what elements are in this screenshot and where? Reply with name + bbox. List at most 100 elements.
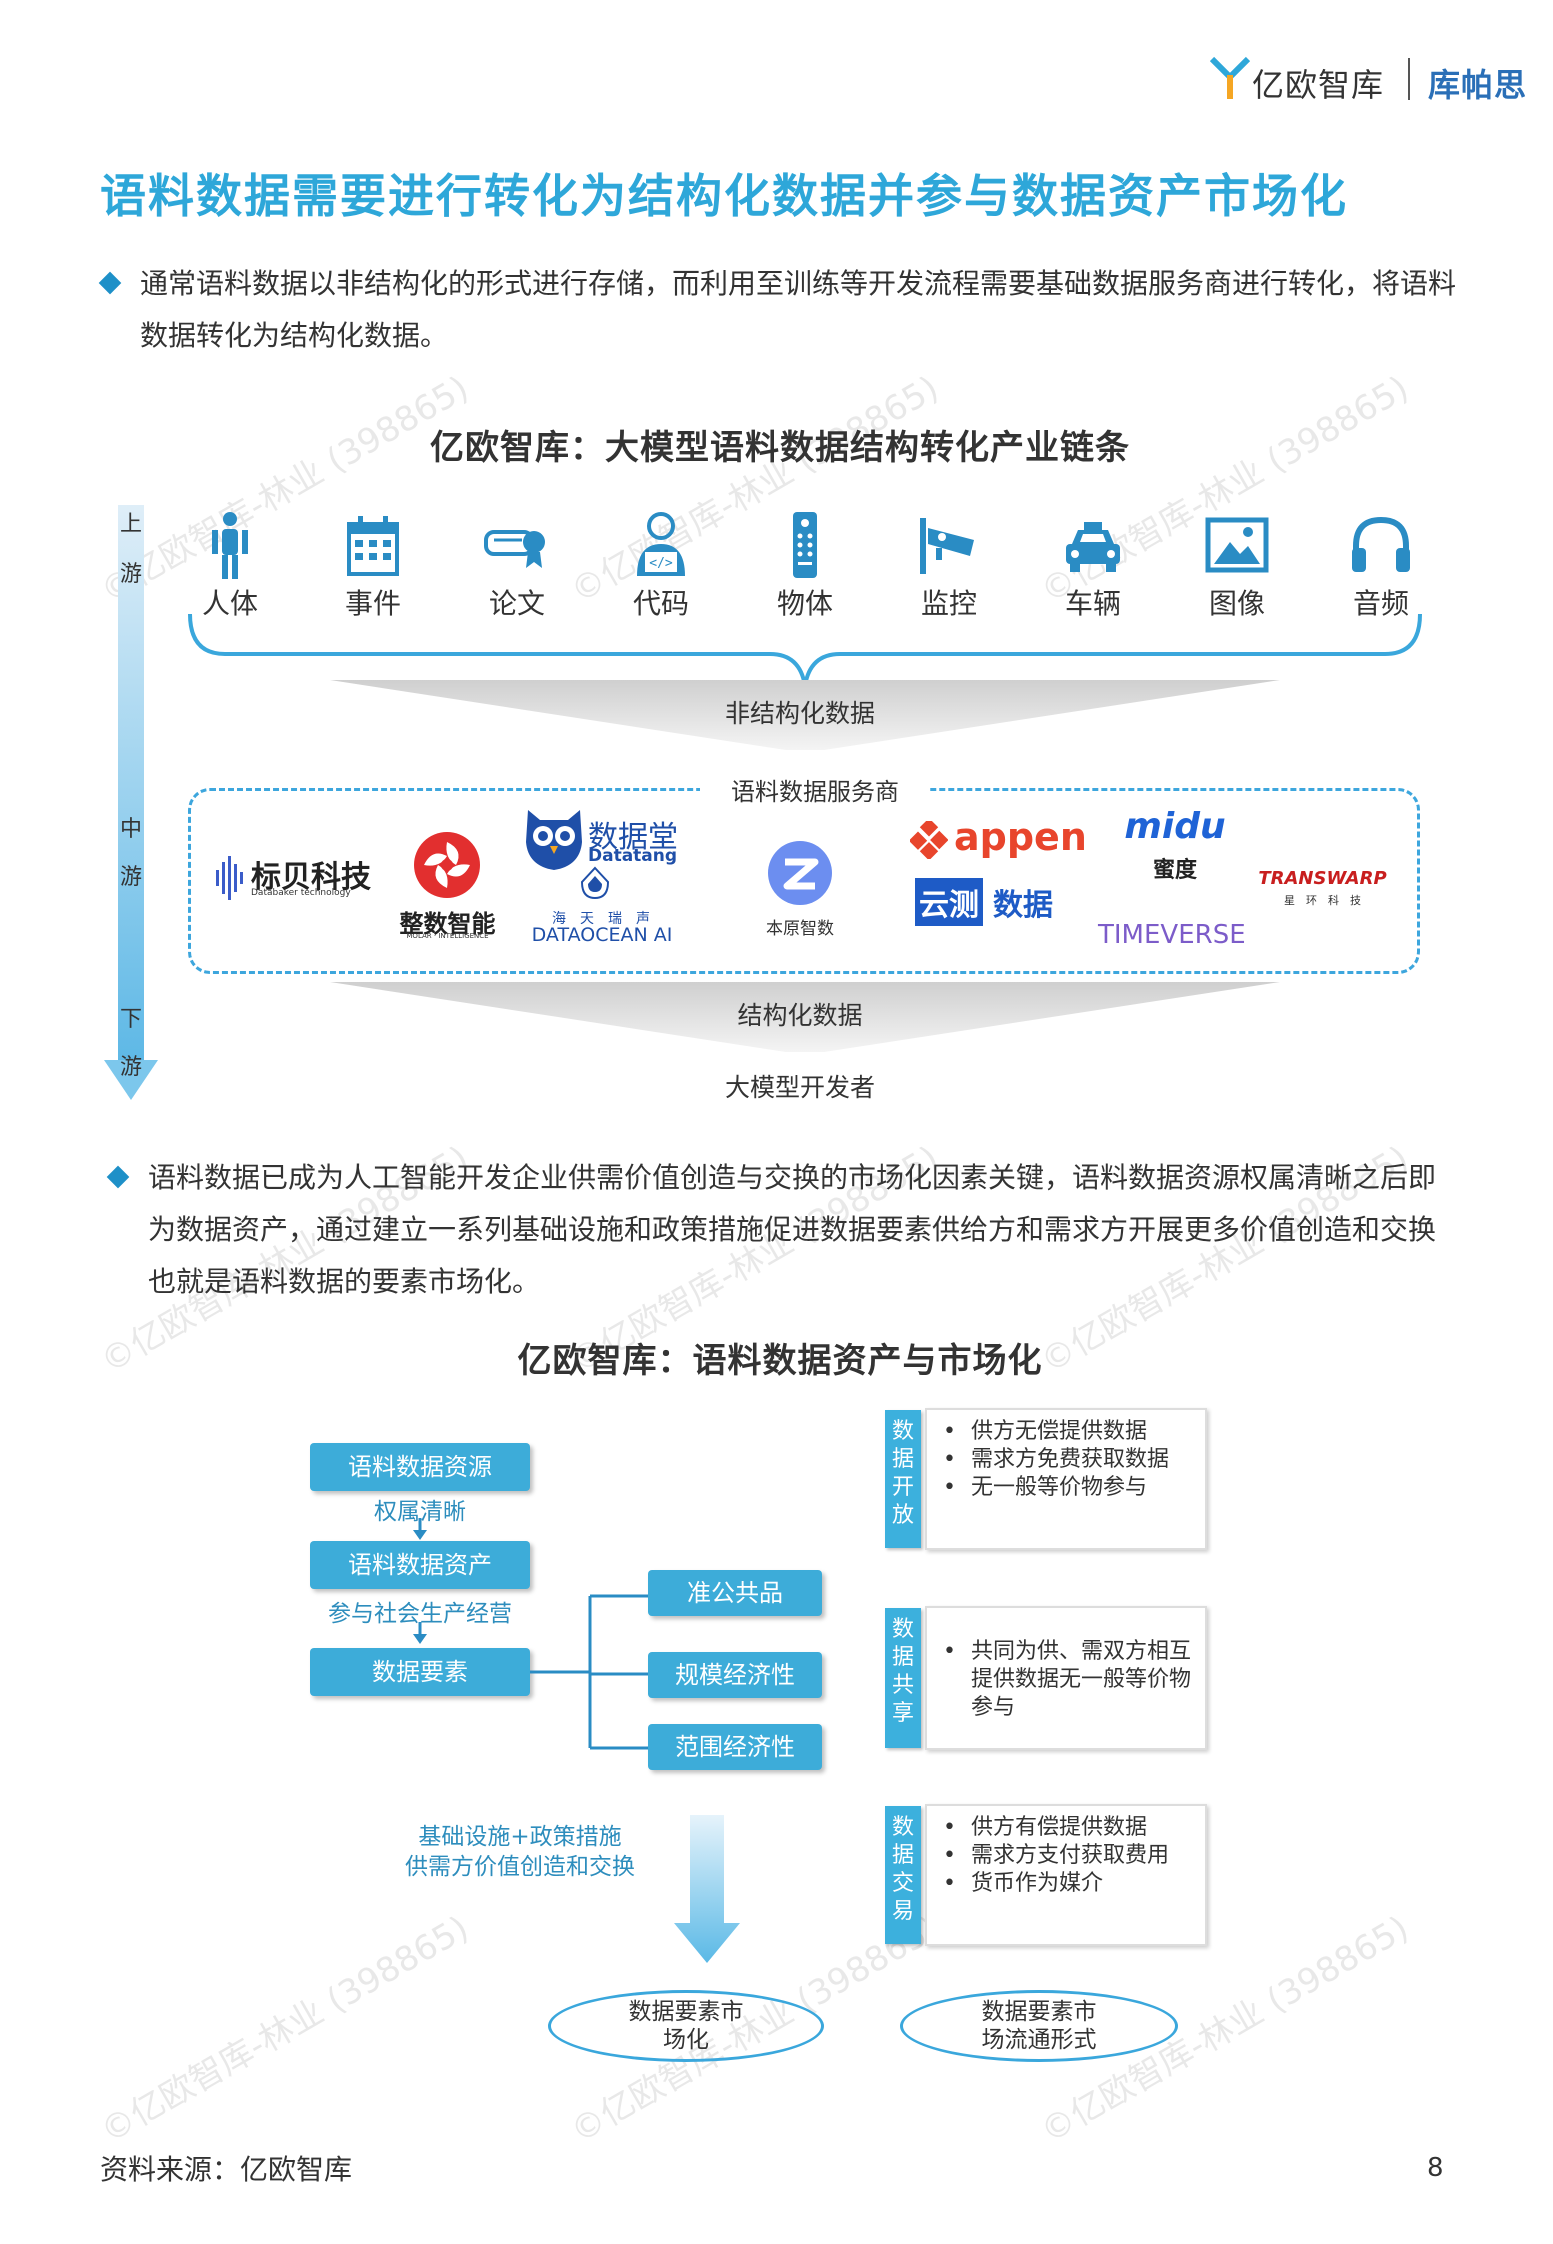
image-icon [1205,517,1269,573]
logo-transwarp-cn: 星 环 科 技 [1284,894,1361,907]
category-brace [188,613,1422,687]
bullet-paragraph-2: 语料数据已成为人工智能开发企业供需价值创造与交换的市场化因素关键，语料数据资源权… [106,1152,1448,1308]
element-box: 数据要素 [310,1648,530,1696]
market-item: 共同为供、需双方相互提供数据无一般等价物参与 [943,1638,1195,1722]
market-ellipse: 数据要素市场化 [548,1990,824,2062]
chain-axis-arrow-icon [104,1060,158,1100]
category-human: 人体 [175,510,285,622]
logo-biaobei-name: 标贝科技 [251,860,371,895]
market-item: 需求方免费获取数据 [943,1446,1195,1474]
certificate-icon [484,530,545,568]
big-arrow-down-icon [674,1815,740,1963]
logo-dataocean-cn: 海 天 瑞 声 [552,911,650,927]
arrow-down-icon [413,1518,427,1540]
logo-midu-name: midu [1124,806,1226,847]
infrastructure-line-2: 供需方价值创造和交换 [405,1854,635,1880]
logo-timeverse: TIMEVERSE [1098,920,1246,950]
logo-molar-en: MOLAR · INTELLIGENCE [406,932,489,940]
forms-ellipse: 数据要素市场流通形式 [900,1990,1178,2062]
category-label: 代码 [632,587,689,620]
logo-biaobei: 标贝科技 Databaker technology [215,852,375,902]
bullet-text: 通常语料数据以非结构化的形式进行存储，而利用至训练等开发流程需要基础数据服务商进… [140,267,1457,352]
header-divider [1408,58,1410,100]
arrow-down-icon [413,1622,427,1644]
page-number: 8 [1427,2153,1444,2183]
source-note: 资料来源：亿欧智库 [100,2153,353,2186]
logo-yunce-b: 数据 [993,888,1053,923]
logo-benyuan-name: 本原智数 [766,919,834,939]
category-object: 物体 [750,510,860,622]
logo-yunce-a: 云测 [915,878,983,926]
logo-molar-name: 整数智能 [399,910,496,938]
logo-datatang-en: Datatang [588,846,678,866]
structured-data-label: 结构化数据 [737,1001,863,1030]
resource-box: 语料数据资源 [310,1443,530,1491]
logo-dataocean-en: DATAOCEAN AI [531,924,673,946]
logo-transwarp: TRANSWARP 星 环 科 技 [1250,868,1395,918]
droplet-logo-icon [580,866,610,900]
bullet-paragraph-1: 通常语料数据以非结构化的形式进行存储，而利用至训练等开发流程需要基础数据服务商进… [98,258,1460,362]
axis-label-downstream-2: 游 [119,1055,142,1080]
benyuan-logo-icon [768,841,832,905]
box-data-trading: 供方有偿提供数据 需求方支付获取费用 货币作为媒介 [925,1804,1207,1946]
partner-name: 库帕思 [1428,66,1528,104]
category-event: 事件 [318,510,428,622]
taxi-icon [1066,522,1120,572]
tag-text: 数据开放 [891,1419,914,1528]
category-image: 图像 [1182,510,1292,622]
watermark: ©亿欧智库-林业 (398865) [94,1908,476,2152]
category-label: 人体 [201,587,258,620]
axis-label-midstream-1: 中 [119,817,142,842]
coder-icon: </> [637,512,685,576]
category-monitoring: 监控 [894,510,1004,622]
category-label: 物体 [776,587,833,620]
logo-midu-cn: 蜜度 [1152,858,1197,883]
logo-transwarp-name: TRANSWARP [1258,868,1387,889]
svg-text:</>: </> [649,556,673,571]
brand-logo-icon [1209,55,1251,101]
service-provider-label: 语料数据服务商 [700,772,930,807]
category-vehicle: 车辆 [1038,510,1148,622]
appen-logo-icon [910,821,948,859]
box-data-sharing: 共同为供、需双方相互提供数据无一般等价物参与 [925,1606,1207,1750]
tag-data-trading: 数据交易 [885,1806,921,1944]
box-data-open: 供方无偿提供数据 需求方免费获取数据 无一般等价物参与 [925,1408,1207,1550]
remote-control-icon [793,512,817,578]
flower-logo-icon [414,832,480,898]
logo-appen-name: appen [954,815,1087,859]
logo-molar: 整数智能 MOLAR · INTELLIGENCE [385,830,510,940]
branch-economies-of-scope: 范围经济性 [648,1724,822,1770]
category-label: 图像 [1208,587,1265,620]
logo-biaobei-en: Databaker technology [251,888,351,898]
market-item: 货币作为媒介 [943,1870,1195,1898]
category-label: 论文 [488,587,545,620]
market-item: 供方无偿提供数据 [943,1418,1195,1446]
tag-data-open: 数据开放 [885,1410,921,1548]
logo-yunce: 云测 数据 [915,878,1095,926]
market-item: 无一般等价物参与 [943,1474,1195,1502]
owl-logo-icon [526,810,582,870]
category-code: </> 代码 [606,510,716,622]
logo-benyuan: 本原智数 [745,838,855,939]
logo-datatang: 数据堂 Datatang 海 天 瑞 声 DATAOCEAN AI [520,806,680,946]
chain-axis [118,505,144,1065]
axis-label-upstream-1: 上 [119,512,142,537]
tag-text: 数据共享 [891,1617,914,1726]
infrastructure-label: 基础设施+政策措施 供需方价值创造和交换 [370,1822,670,1882]
brand-name: 亿欧智库 [1252,66,1385,104]
logo-midu: midu 蜜度 [1115,806,1235,886]
category-audio: 音频 [1326,510,1436,622]
soundwave-icon [216,856,243,900]
figure-2-title: 亿欧智库：语料数据资产与市场化 [517,1341,1043,1381]
figure-1-title: 亿欧智库：大模型语料数据结构转化产业链条 [430,428,1130,468]
cctv-camera-icon [920,518,974,574]
asset-box: 语料数据资产 [310,1541,530,1589]
category-paper: 论文 [462,510,572,622]
axis-label-midstream-2: 游 [119,865,142,890]
category-label: 事件 [344,587,401,620]
developer-label: 大模型开发者 [724,1073,875,1102]
category-label: 监控 [920,587,977,620]
branch-public-goods: 准公共品 [648,1570,822,1616]
branch-connector [530,1594,650,1750]
calendar-icon [347,516,399,576]
